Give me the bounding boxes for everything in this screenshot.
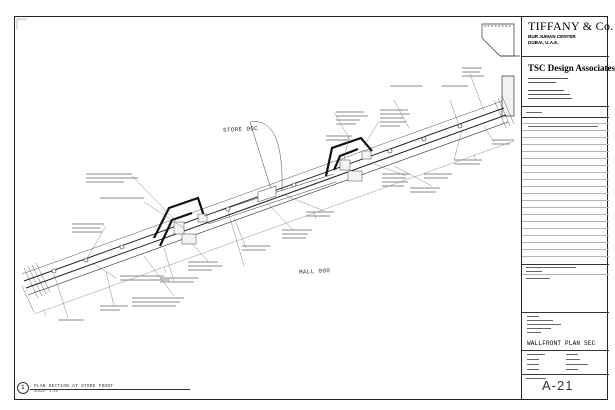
revision-row-rule bbox=[522, 200, 609, 201]
revision-row-rule bbox=[522, 137, 609, 138]
title-block-divider bbox=[522, 374, 609, 375]
sheet-info-row bbox=[566, 354, 578, 355]
revision-row bbox=[528, 126, 598, 127]
revision-table-header bbox=[526, 112, 542, 113]
sheet-info-row bbox=[566, 369, 578, 370]
corner-marks bbox=[16, 18, 27, 29]
revision-row-rule bbox=[522, 144, 609, 145]
revision-row-rule bbox=[522, 207, 609, 208]
issue-table-header bbox=[526, 271, 542, 272]
revision-row-rule bbox=[522, 158, 609, 159]
sheet-info-row bbox=[527, 364, 539, 365]
revision-row-rule bbox=[522, 242, 609, 243]
revision-row-rule bbox=[522, 193, 609, 194]
client-location-line2: DUBAI, U.A.E. bbox=[528, 40, 559, 45]
revision-row-rule bbox=[522, 179, 609, 180]
revision-row-rule bbox=[522, 214, 609, 215]
project-client-line bbox=[527, 332, 541, 333]
project-client-line bbox=[527, 324, 561, 325]
revision-row-rule bbox=[522, 249, 609, 250]
title-block-divider bbox=[522, 264, 609, 265]
title-block-divider bbox=[522, 312, 609, 313]
title-block-divider bbox=[522, 56, 609, 57]
title-block: TIFFANY & Co. BUR JUMAN CENTER DUBAI, U.… bbox=[521, 16, 615, 400]
revision-row-rule bbox=[522, 221, 609, 222]
firm-address-placeholder bbox=[528, 82, 556, 83]
firm-name: TSC Design Associates bbox=[528, 63, 615, 73]
drawing-number-circle bbox=[17, 382, 29, 394]
project-label bbox=[527, 316, 539, 317]
issue-table-header bbox=[526, 267, 576, 268]
sheet-info-row bbox=[527, 369, 539, 370]
revision-row-rule bbox=[522, 228, 609, 229]
revision-row-rule bbox=[522, 151, 609, 152]
mullions bbox=[51, 123, 463, 274]
sheet-info-row bbox=[566, 364, 588, 365]
revision-row-rule bbox=[522, 130, 609, 131]
drawing-border bbox=[14, 16, 608, 400]
firm-contact-placeholder bbox=[528, 98, 572, 99]
drawing-title: PLAN SECTION AT STORE FRONT bbox=[34, 384, 114, 389]
revision-table-rule bbox=[522, 117, 609, 118]
title-block-divider bbox=[522, 350, 609, 351]
door-swing bbox=[249, 121, 283, 193]
sheet-info-row bbox=[527, 359, 539, 360]
project-client-line bbox=[527, 320, 553, 321]
revision-row-rule bbox=[522, 172, 609, 173]
revision-row-rule bbox=[522, 186, 609, 187]
wall-hatching bbox=[21, 95, 515, 313]
title-block-divider bbox=[522, 106, 609, 107]
drawing-title-underline bbox=[30, 389, 190, 390]
bay-details bbox=[173, 150, 372, 245]
firm-address-placeholder bbox=[528, 78, 568, 79]
existing-column bbox=[481, 23, 520, 117]
firm-contact-placeholder bbox=[528, 94, 570, 95]
sheet-title: WALLFRONT PLAN SEC bbox=[527, 340, 596, 347]
sheet-number-label bbox=[526, 378, 546, 379]
client-name: TIFFANY & Co. bbox=[528, 19, 614, 33]
sheet-info-row bbox=[527, 354, 545, 355]
revision-row-rule bbox=[522, 256, 609, 257]
issue-table-rule bbox=[522, 274, 609, 275]
project-client-line bbox=[527, 328, 551, 329]
drawing-scale: SCALE: 1:20 bbox=[34, 390, 58, 394]
dimension-line bbox=[33, 140, 515, 317]
sheet-info-row bbox=[566, 359, 580, 360]
firm-contact-placeholder bbox=[528, 90, 564, 91]
client-location-line1: BUR JUMAN CENTER bbox=[528, 34, 576, 39]
storefront-plan-section bbox=[16, 18, 520, 321]
annotation-callouts bbox=[58, 67, 514, 321]
revision-row-rule bbox=[522, 123, 609, 124]
drawing-number: 1 bbox=[21, 384, 25, 391]
issue-table-row bbox=[526, 278, 550, 279]
revision-row-rule bbox=[522, 165, 609, 166]
sheet-number: A-21 bbox=[542, 378, 574, 393]
structural-bay-right bbox=[324, 136, 373, 177]
revision-row-rule bbox=[522, 235, 609, 236]
